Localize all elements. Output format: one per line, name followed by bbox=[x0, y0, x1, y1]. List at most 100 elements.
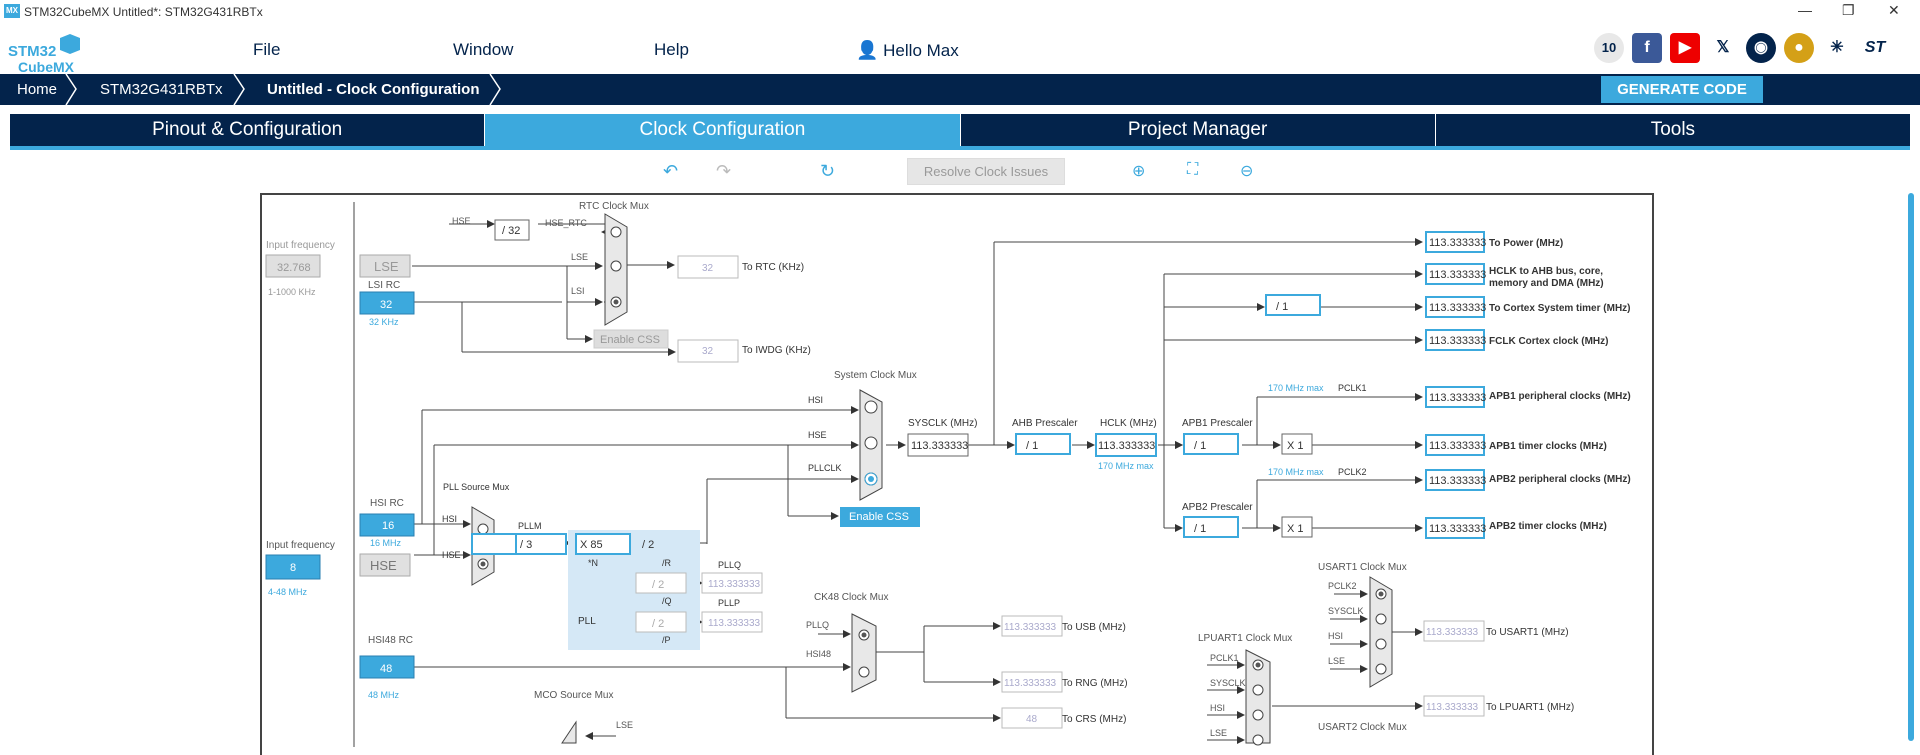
rng-out-value: 113.333333 bbox=[1004, 678, 1057, 689]
lsi-rc-label: LSI RC bbox=[368, 280, 400, 291]
pllr-value: / 2 bbox=[642, 539, 654, 551]
out-apb1-periph-label: APB1 peripheral clocks (MHz) bbox=[1489, 391, 1631, 402]
tab-underline bbox=[10, 146, 1910, 150]
hsi-mhz: 16 MHz bbox=[370, 538, 402, 548]
usart1-pclk2: PCLK2 bbox=[1328, 581, 1357, 591]
usb-out-label: To USB (MHz) bbox=[1062, 622, 1126, 633]
sys-mux-label: System Clock Mux bbox=[834, 370, 917, 381]
rtc-enable-css: Enable CSS bbox=[600, 334, 660, 346]
hclk-max: 170 MHz max bbox=[1098, 461, 1154, 471]
apb1-timer-mult: X 1 bbox=[1287, 440, 1304, 452]
usart1-hsi: HSI bbox=[1328, 631, 1343, 641]
lsi-khz: 32 KHz bbox=[369, 317, 399, 327]
restore-icon[interactable]: ❐ bbox=[1842, 2, 1855, 18]
usart2-mux-label: USART2 Clock Mux bbox=[1318, 722, 1407, 733]
hse-input-label: Input frequency bbox=[266, 540, 335, 551]
apb1-max: 170 MHz max bbox=[1268, 383, 1324, 393]
apb2-label: APB2 Prescaler bbox=[1182, 502, 1253, 513]
social-links: 10 f ▶ 𝕏 ◉ ● ✳ ST bbox=[1594, 32, 1890, 64]
hse-input-value: 8 bbox=[290, 562, 296, 574]
usb-out-value: 113.333333 bbox=[1004, 622, 1057, 633]
anniversary-10-icon[interactable]: 10 bbox=[1594, 33, 1624, 63]
ahb-value: / 1 bbox=[1026, 440, 1038, 452]
tab-clock-configuration[interactable]: Clock Configuration bbox=[485, 114, 961, 146]
rtc-hse-label: HSE bbox=[452, 216, 471, 226]
rtc-out-value: 32 bbox=[702, 263, 714, 274]
facebook-icon[interactable]: f bbox=[1632, 33, 1662, 63]
zoom-out-icon[interactable]: ⊖ bbox=[1240, 163, 1254, 180]
hse-rtc-label: HSE_RTC bbox=[545, 218, 587, 228]
ck48-pllq: PLLQ bbox=[806, 620, 829, 630]
cortex-div-value: / 1 bbox=[1276, 301, 1288, 313]
out-apb1-timer-value: 113.333333 bbox=[1429, 440, 1486, 452]
apb1-value: / 1 bbox=[1194, 440, 1206, 452]
github-icon[interactable]: ◉ bbox=[1746, 33, 1776, 63]
lpuart1-pclk1: PCLK1 bbox=[1210, 653, 1239, 663]
sys-hsi-label: HSI bbox=[808, 395, 823, 405]
redo-icon: ↷ bbox=[716, 161, 732, 181]
lse-freq: 32.768 bbox=[277, 262, 311, 274]
n-label: *N bbox=[588, 558, 598, 568]
breadcrumb-mcu[interactable]: STM32G431RBTx bbox=[100, 81, 223, 98]
rtc-out-label: To RTC (KHz) bbox=[742, 262, 804, 273]
zoom-in-icon[interactable]: ⊕ bbox=[1132, 163, 1146, 180]
hclk-label: HCLK (MHz) bbox=[1100, 418, 1157, 429]
user-icon: 👤 bbox=[856, 40, 879, 60]
window-titlebar: MX STM32CubeMX Untitled*: STM32G431RBTx … bbox=[0, 0, 1920, 24]
iwdg-out-label: To IWDG (KHz) bbox=[742, 345, 811, 356]
lse-input-frequency[interactable] bbox=[265, 254, 321, 278]
r-label: /R bbox=[662, 558, 672, 568]
menu-file[interactable]: File bbox=[253, 40, 281, 59]
menu-help[interactable]: Help bbox=[654, 40, 689, 59]
out-apb2-periph-label: APB2 peripheral clocks (MHz) bbox=[1489, 474, 1631, 485]
undo-icon[interactable]: ↶ bbox=[663, 161, 679, 181]
out-fclk-value: 113.333333 bbox=[1429, 335, 1486, 347]
stm32cubemx-logo: STM32 CubeMX bbox=[8, 34, 80, 75]
pclk1-label: PCLK1 bbox=[1338, 383, 1367, 393]
top-menu-bar: STM32 CubeMX File Window Help 👤 Hello Ma… bbox=[0, 24, 1920, 75]
pllp-label: PLLP bbox=[718, 598, 740, 608]
close-icon[interactable]: ✕ bbox=[1888, 2, 1900, 18]
usart1-mux-label: USART1 Clock Mux bbox=[1318, 562, 1407, 573]
vertical-scrollbar[interactable] bbox=[1908, 193, 1914, 741]
resolve-clock-issues-button: Resolve Clock Issues bbox=[907, 158, 1065, 185]
tab-pinout[interactable]: Pinout & Configuration bbox=[10, 114, 486, 146]
breadcrumb-home[interactable]: Home bbox=[17, 81, 58, 98]
hsi-value: 16 bbox=[382, 520, 394, 532]
pllp-out-value: 113.333333 bbox=[708, 618, 761, 629]
pll-src-label: PLL Source Mux bbox=[443, 482, 510, 492]
rtc-lsi-label: LSI bbox=[571, 286, 585, 296]
window-title: STM32CubeMX Untitled*: STM32G431RBTx bbox=[24, 5, 263, 19]
tab-tools[interactable]: Tools bbox=[1435, 114, 1910, 146]
logo-line2: CubeMX bbox=[18, 59, 75, 75]
fit-screen-icon[interactable]: ⛶ bbox=[1187, 161, 1199, 178]
breadcrumb-page[interactable]: Untitled - Clock Configuration bbox=[267, 81, 480, 98]
st-logo-icon[interactable]: ST bbox=[1864, 39, 1886, 56]
reset-icon[interactable]: ↻ bbox=[820, 161, 836, 181]
ahb-label: AHB Prescaler bbox=[1012, 418, 1078, 429]
hse-input-frequency[interactable] bbox=[265, 554, 321, 580]
crs-out-label: To CRS (MHz) bbox=[1062, 714, 1126, 725]
youtube-icon[interactable]: ▶ bbox=[1670, 33, 1700, 63]
menu-window[interactable]: Window bbox=[453, 40, 514, 59]
community-icon[interactable]: ● bbox=[1784, 33, 1814, 63]
minimize-icon[interactable]: — bbox=[1798, 2, 1812, 18]
tab-project-manager[interactable]: Project Manager bbox=[960, 114, 1436, 146]
user-menu[interactable]: 👤 Hello Max bbox=[856, 40, 959, 61]
out-power-value: 113.333333 bbox=[1429, 237, 1486, 249]
network-icon[interactable]: ✳ bbox=[1830, 39, 1844, 56]
hsi48-rc-label: HSI48 RC bbox=[368, 635, 413, 646]
logo-line1: STM32 bbox=[8, 43, 56, 60]
lpuart1-mux-label: LPUART1 Clock Mux bbox=[1198, 633, 1292, 644]
generate-code-button[interactable]: GENERATE CODE bbox=[1601, 76, 1763, 103]
out-hclk-value: 113.333333 bbox=[1429, 269, 1486, 281]
apb1-label: APB1 Prescaler bbox=[1182, 418, 1253, 429]
x-icon[interactable]: 𝕏 bbox=[1716, 39, 1730, 56]
usart1-lse: LSE bbox=[1328, 656, 1345, 666]
sysclk-label: SYSCLK (MHz) bbox=[908, 418, 977, 429]
out-apb2-timer-value: 113.333333 bbox=[1429, 523, 1486, 535]
hse-range: 4-48 MHz bbox=[268, 587, 308, 597]
sys-pllclk-label: PLLCLK bbox=[808, 463, 842, 473]
out-apb2-timer-label: APB2 timer clocks (MHz) bbox=[1489, 521, 1607, 532]
out-hclk-label: HCLK to AHB bus, core, bbox=[1489, 266, 1603, 277]
